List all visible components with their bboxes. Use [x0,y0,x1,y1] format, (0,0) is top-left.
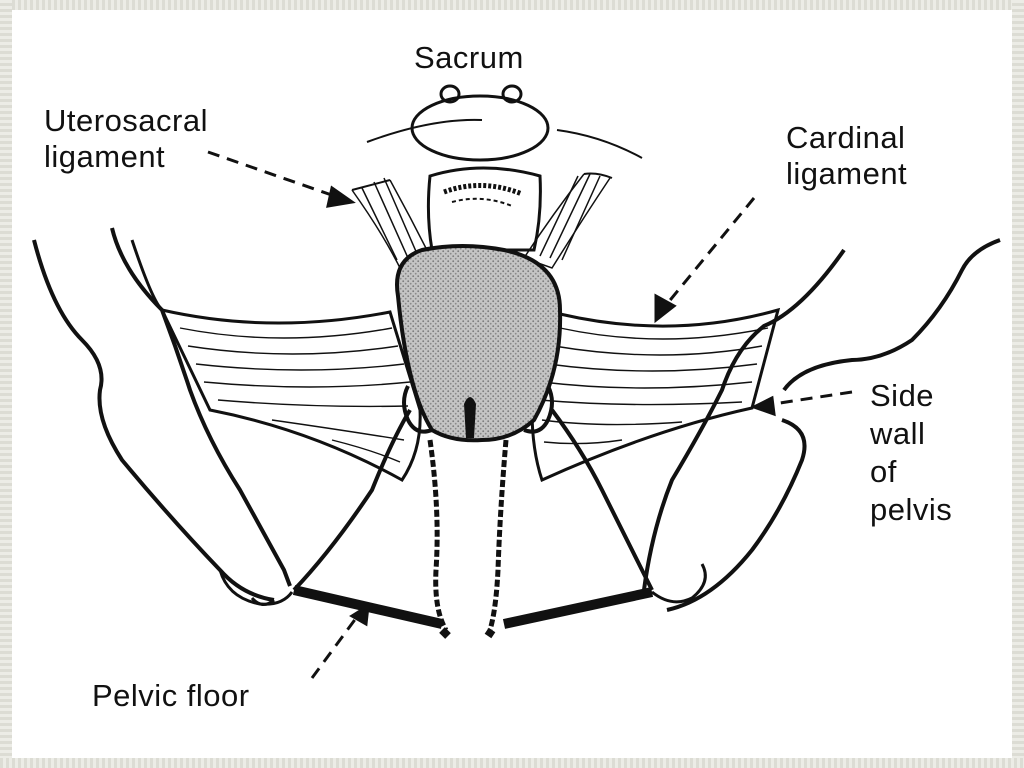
rectum-shape [426,166,542,252]
side-wall-leader-arrow [750,390,853,417]
uterosacral-leader-arrow [207,150,356,208]
uterosacral-ligament-shape [351,172,613,273]
pelvic-anatomy-figure: Sacrum Uterosacral ligament Cardinal lig… [12,10,1012,758]
pelvic-floor-shape [218,408,707,629]
uterus-shape [395,244,563,443]
cardinal-leader-arrow [654,197,756,324]
label-cardinal-ligament: Cardinal ligament [786,120,908,191]
slide-border-right [1012,0,1024,768]
label-side-wall-of-pelvis: Side wall of pelvis [870,378,953,527]
label-sacrum: Sacrum [414,40,524,75]
slide-border-left [0,0,12,768]
vagina-shape [427,439,509,639]
pelvic-floor-leader-arrow [310,603,370,679]
label-uterosacral-ligament: Uterosacral ligament [44,103,208,174]
label-pelvic-floor: Pelvic floor [92,678,250,713]
sacrum-shape [366,84,643,162]
pelvic-anatomy-diagram [32,84,1001,679]
